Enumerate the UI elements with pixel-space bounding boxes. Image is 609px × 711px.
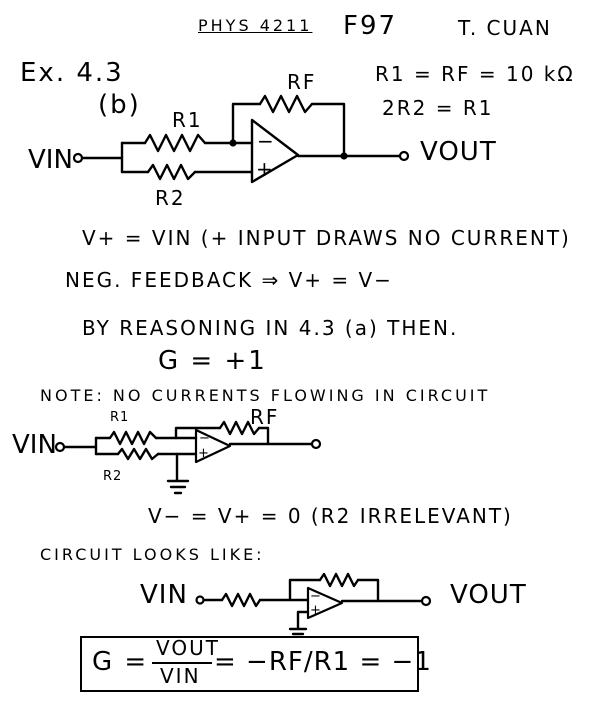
- circuit-2-vin-label: VIN: [12, 430, 57, 460]
- resistor-feedback-3: [318, 572, 360, 588]
- note-line-5: NOTE: NO CURRENTS FLOWING IN CIRCUIT: [40, 386, 491, 405]
- circuit-2-r1-label: R1: [110, 410, 130, 425]
- note-2-line-2: CIRCUIT LOOKS LIKE:: [40, 545, 265, 564]
- example-label: Ex. 4.3: [20, 58, 124, 88]
- circuit-3-vin-label: VIN: [140, 580, 188, 610]
- resistor-rf: [258, 94, 314, 114]
- given-line-2: 2R2 = R1: [382, 96, 494, 120]
- opamp-3: [306, 586, 344, 620]
- opamp-2: [194, 428, 232, 464]
- circuit-1-plus-label: +: [256, 157, 275, 181]
- resistor-rf-2: [218, 420, 261, 436]
- circuit-3-vout-label: VOUT: [450, 580, 527, 610]
- note-2-line-1: V− = V+ = 0 (R2 IRRELEVANT): [148, 504, 513, 528]
- circuit-1-r1-label: R1: [172, 108, 203, 132]
- circuit-3-minus-label: −: [310, 589, 322, 604]
- circuit-1-vout-label: VOUT: [420, 137, 497, 167]
- circuit-2-minus-label: −: [199, 431, 211, 446]
- given-line-1: R1 = RF = 10 kΩ: [375, 62, 575, 86]
- opamp-1: [250, 118, 300, 184]
- resistor-input-3: [220, 592, 262, 608]
- vout-terminal: [398, 150, 410, 162]
- resistor-r2: [146, 163, 197, 181]
- result-denominator: VIN: [160, 664, 201, 688]
- circuit-2-r2-label: R2: [103, 469, 123, 484]
- result-box: [80, 636, 419, 692]
- term: F97: [343, 11, 398, 41]
- author: T. CUAN: [458, 16, 552, 40]
- circuit-2-rf-label: RF: [250, 405, 280, 429]
- resistor-r1-2: [108, 430, 158, 446]
- circuit-1-rf-label: RF: [287, 70, 317, 94]
- resistor-r1: [143, 133, 207, 153]
- circuit-3-plus-label: +: [310, 603, 322, 618]
- note-line-3: BY REASONING IN 4.3 (a) THEN.: [82, 316, 459, 340]
- result-fraction-bar: [152, 662, 212, 664]
- circuit-1-minus-label: −: [257, 129, 276, 153]
- part-label: (b): [98, 90, 141, 120]
- result-g: G =: [92, 647, 149, 677]
- result-rest: = −RF/R1 = −1: [214, 647, 432, 677]
- circuit-1-vin-label: VIN: [28, 145, 73, 175]
- circuit-2-plus-label: +: [198, 446, 210, 461]
- note-line-2: NEG. FEEDBACK ⇒ V+ = V−: [65, 268, 393, 292]
- note-line-1: V+ = VIN (+ INPUT DRAWS NO CURRENT): [82, 226, 571, 250]
- result-numerator: VOUT: [156, 636, 220, 660]
- course-number: PHYS 4211: [198, 16, 313, 35]
- circuit-1-r2-label: R2: [155, 186, 186, 210]
- note-line-4: G = +1: [158, 346, 267, 376]
